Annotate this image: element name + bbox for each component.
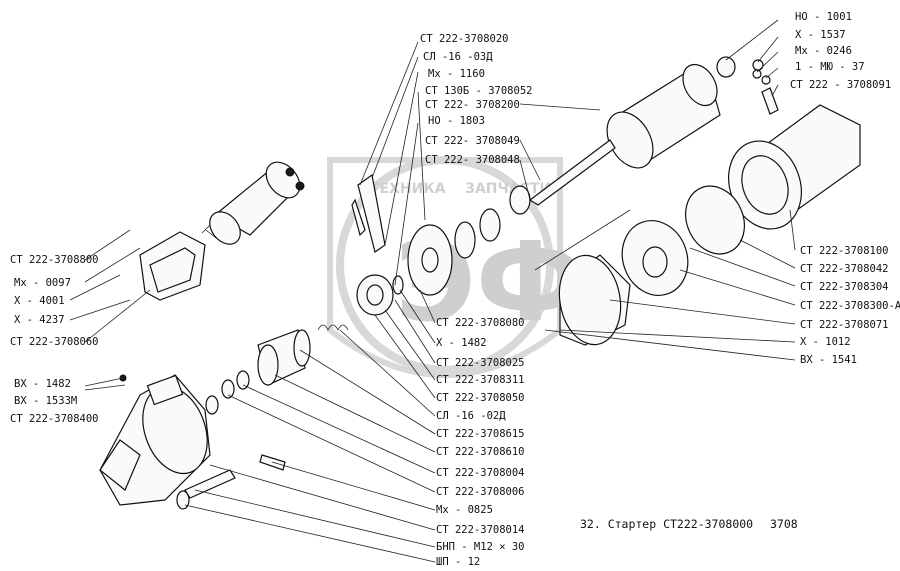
- watermark-top-left: ТЕХНИКА: [370, 181, 446, 197]
- label-mx-0097: Мх - 0097: [14, 277, 71, 289]
- figure-code: 3708: [770, 517, 798, 531]
- drive-housing: [99, 374, 211, 506]
- label-st222-3708050: СТ 222-3708050: [436, 392, 525, 404]
- label-st222-3708200: СТ 222- 3708200: [425, 99, 520, 111]
- labels-top: СТ 222-3708020 СЛ -16 -03Д Мх - 1160 СТ …: [420, 33, 532, 166]
- label-1-myu-37: 1 - МЮ - 37: [795, 61, 865, 73]
- label-st222-3708014: СТ 222-3708014: [436, 524, 525, 536]
- label-st222-3708610: СТ 222-3708610: [436, 446, 525, 458]
- label-bnp-m12x30: БНП - М12 × 30: [436, 541, 525, 553]
- label-x-4001: Х - 4001: [14, 295, 65, 307]
- label-sl-16-03d: СЛ -16 -03Д: [423, 51, 493, 63]
- label-st222-3708311: СТ 222-3708311: [436, 374, 525, 386]
- drive-pinion: [257, 329, 311, 386]
- label-st222-3708100: СТ 222-3708100: [800, 245, 889, 257]
- gasket-ring: [685, 185, 745, 255]
- label-st222-3708060: СТ 222-3708060: [10, 336, 99, 348]
- label-st222-3708071: СТ 222-3708071: [800, 319, 889, 331]
- figure-caption: 32. Стартер СТ222-3708000: [580, 517, 753, 531]
- label-st222-3708049: СТ 222- 3708049: [425, 135, 520, 147]
- label-st222-3708300-a: СТ 222-3708300-А: [800, 300, 900, 312]
- label-st222-3708006: СТ 222-3708006: [436, 486, 525, 498]
- label-mx-0246: Мх - 0246: [795, 45, 852, 57]
- label-st222-3708800: СТ 222-3708800: [10, 254, 99, 266]
- label-shp-12: ШП - 12: [436, 556, 480, 568]
- label-st222-3708004: СТ 222-3708004: [436, 467, 525, 479]
- labels-center: СТ 222-3708080 Х - 1482 СТ 222-3708025 С…: [436, 317, 525, 568]
- label-sl-16-02d: СЛ -16 -02Д: [436, 410, 506, 422]
- label-vx-1541: ВХ - 1541: [800, 354, 857, 366]
- label-st222-3708091: СТ 222 - 3708091: [790, 79, 891, 91]
- label-x-1482: Х - 1482: [436, 337, 487, 349]
- brush-holder: [621, 220, 689, 296]
- label-st222-3708080: СТ 222-3708080: [436, 317, 525, 329]
- label-st222-3708020: СТ 222-3708020: [420, 33, 509, 45]
- labels-top-right: НО - 1001 Х - 1537 Мх - 0246 1 - МЮ - 37…: [790, 11, 891, 91]
- watermark-top-right: ЗАПЧАСТИ: [465, 181, 551, 197]
- label-mx-0825: Мх - 0825: [436, 504, 493, 516]
- label-st222-3708025: СТ 222-3708025: [436, 357, 525, 369]
- leader-lines: [69, 19, 796, 563]
- rear-cover: [558, 254, 631, 346]
- label-st222-3708304: СТ 222-3708304: [800, 281, 889, 293]
- label-st222-3708400: СТ 222-3708400: [10, 413, 99, 425]
- label-no-1803: НО - 1803: [428, 115, 485, 127]
- stator-housing: [728, 104, 861, 230]
- label-st222-3708048: СТ 222- 3708048: [425, 154, 520, 166]
- label-x-4237: Х - 4237: [14, 314, 65, 326]
- label-st130b-3708052: СТ 130Б - 3708052: [425, 85, 532, 97]
- label-vx-1482: ВХ - 1482: [14, 378, 71, 390]
- armature: [528, 63, 721, 206]
- label-mx-1160: Мх - 1160: [428, 68, 485, 80]
- label-st222-3708042: СТ 222-3708042: [800, 263, 889, 275]
- label-st222-3708615: СТ 222-3708615: [436, 428, 525, 440]
- label-vx-1533m: ВХ - 1533М: [14, 395, 77, 407]
- labels-left: СТ 222-3708800 Мх - 0097 Х - 4001 Х - 42…: [10, 254, 99, 425]
- through-bolt: [534, 209, 631, 271]
- spring-and-sleeves: [317, 274, 404, 331]
- top-washers: [716, 56, 779, 115]
- labels-right: СТ 222-3708100 СТ 222-3708042 СТ 222-370…: [800, 245, 900, 366]
- label-x-1012: Х - 1012: [800, 336, 851, 348]
- label-x-1537: Х - 1537: [795, 29, 846, 41]
- solenoid-relay: [201, 161, 305, 245]
- relay-bracket: [139, 231, 206, 301]
- front-cover: [407, 224, 453, 296]
- label-no-1001: НО - 1001: [795, 11, 852, 23]
